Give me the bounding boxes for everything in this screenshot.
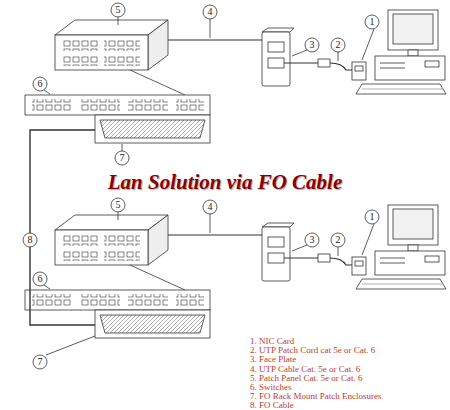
switch-ports [176,99,204,111]
callout-circle [365,15,379,29]
callout-number: 2 [336,40,341,50]
leader-line [210,19,211,38]
callout-number: 7 [38,357,43,367]
screen [393,14,433,44]
fo-cable [30,130,95,325]
lan-assembly [25,10,446,143]
leader-line [46,336,95,355]
callout-number: 6 [38,274,43,284]
key-text: 4. UTP Cable Cat. 5e or Cat. 6 [250,365,360,374]
title: Lan Solution via FO Cable [108,171,343,194]
monitor [388,10,438,50]
fo-tray [100,120,205,138]
key-text: 3. Face Plate [250,355,296,364]
callout-circle [33,77,47,91]
switch-ports [32,99,72,111]
callout-number: 3 [310,40,315,50]
patch-panel-side [148,20,168,70]
keys [362,89,442,90]
face-plate-top [262,28,294,32]
callout-number: 5 [116,200,121,210]
face-plate-port [268,42,284,52]
switch-ports [128,99,168,111]
patch-panel-front [55,35,148,70]
patch-ports [104,40,140,51]
nic-outlet [352,62,366,80]
nic-port [355,66,363,71]
face-plate-port [268,58,284,68]
callout-circle [111,3,125,17]
callout-number: 1 [370,17,375,27]
callout-circle [203,5,217,19]
callout-number: 3 [310,235,315,245]
switch-rack [25,95,210,115]
callout-circle [203,200,217,214]
lan-assembly-copy [25,205,446,338]
leader-line [362,29,374,60]
callout-circle [111,198,125,212]
callout-circle [23,233,37,247]
fo-link [30,130,122,355]
callout-number: 4 [208,7,213,17]
keyboard [356,84,446,94]
callout-number: 2 [336,235,341,245]
leader-line [122,144,123,151]
leader-line [44,90,50,94]
key-text: 7. FO Rack Mount Patch Enclosures [250,392,381,401]
patch-ports [104,55,140,66]
patch-link [130,70,185,95]
callout-circles [23,3,379,369]
callout-number: 4 [208,202,213,212]
patch-ports [62,55,98,66]
callout-circle [331,233,345,247]
drive-slot [380,63,405,64]
callout-circle [331,38,345,52]
switch-ports [80,99,120,111]
drive-slot [380,68,405,69]
callout-circle [115,151,129,165]
callout-circle [305,233,319,247]
key-text: 1. NIC Card [250,337,294,346]
callout-circle [305,38,319,52]
callout-number: 1 [370,212,375,222]
callout-number: 6 [38,79,43,89]
callout-number: 5 [116,5,121,15]
computer-case [375,56,445,80]
callout-number: 7 [120,153,125,163]
leader-line [338,52,339,61]
leader-line [118,17,119,25]
monitor-stand [408,50,418,56]
leader-line [292,50,307,56]
callout-circle [365,210,379,224]
drive [425,61,439,67]
utp-cable [168,39,262,40]
plug [318,59,330,67]
callout-number: 8 [28,235,33,245]
key-text: 5. Patch Panel Cat. 5e or Cat. 6 [250,374,362,383]
key-text: 6. Switches [250,383,292,392]
fo-enclosure [95,115,210,143]
callout-circle [33,272,47,286]
callout-circle [33,355,47,369]
key-text: 2. UTP Patch Cord cat 5e or Cat. 6 [250,346,375,355]
patch-ports [62,40,98,51]
face-plate [262,32,290,86]
key-text: 8. FO Cable [250,401,294,410]
